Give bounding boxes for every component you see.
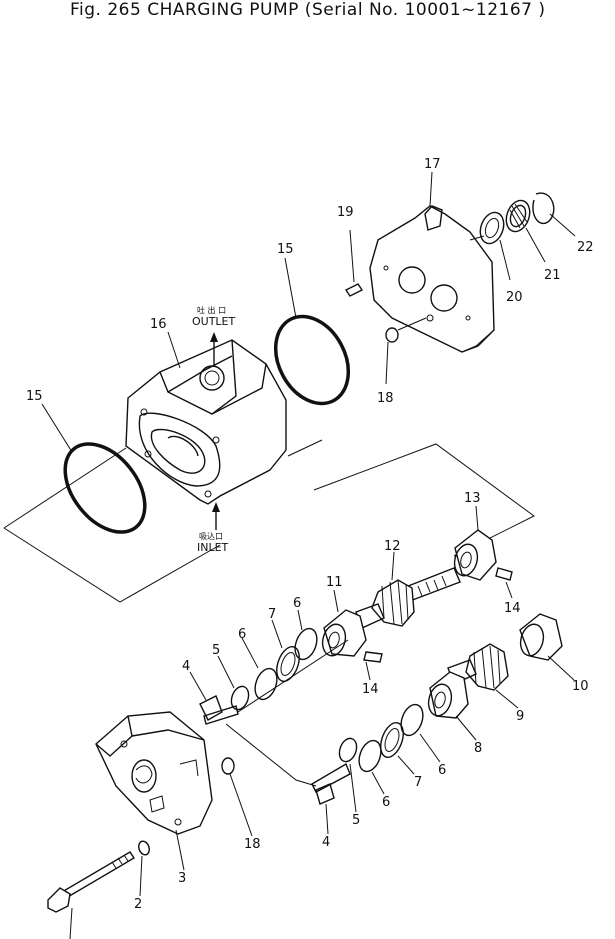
gasket-15-upper [273,314,351,406]
bushing-10 [519,613,563,661]
seal-7-upper [276,646,300,682]
callout-5-lower: 5 [352,813,360,828]
pin-14-upper [495,567,513,581]
callout-13: 13 [464,491,481,506]
pump-body [125,339,287,505]
callout-6-lower-b: 6 [382,795,390,810]
outlet-label-jp: 吐 出 口 [197,305,226,315]
pin-14-lower [363,651,383,663]
callout-14-lower: 14 [362,682,379,697]
callout-18-upper: 18 [377,391,394,406]
snap-ring-22 [532,192,555,225]
callout-4-upper: 4 [182,659,190,674]
figure-title: Fig. 265 CHARGING PUMP (Serial No. 10001… [70,0,546,20]
bolt-1 [47,851,135,913]
callout-7-upper: 7 [268,607,276,622]
backup-ring-6-upper-a [294,627,318,661]
callout-22: 22 [577,240,594,255]
oil-seal-20 [479,211,505,245]
needle-bearing-21 [505,199,531,233]
callout-18-lower: 18 [244,837,261,852]
callout-6-upper-b: 6 [238,627,246,642]
driven-gear-9 [447,643,509,691]
bushing-11 [321,609,367,657]
callout-20: 20 [506,290,523,305]
inlet-label-jp: 吸込口 [199,532,223,541]
front-cover [95,711,213,835]
backup-ring-6-lower-a [400,703,424,737]
seal-holder-4-lower [311,762,351,805]
callout-7-lower: 7 [414,775,422,790]
backup-ring-6-lower-b [358,739,382,773]
callout-15-lower: 15 [26,389,43,404]
callout-15-upper: 15 [277,242,294,257]
callout-21: 21 [544,268,561,283]
o-ring-18-lower [221,757,235,775]
o-ring-18-upper [385,327,399,343]
callout-14-upper: 14 [504,601,521,616]
callout-9: 9 [516,709,524,724]
callout-5-upper: 5 [212,643,220,658]
callout-17: 17 [424,157,441,172]
inlet-label: INLET [197,541,229,554]
callout-16: 16 [150,317,167,332]
drive-gear-shaft-12 [355,567,461,629]
callout-3: 3 [178,871,186,886]
seal-7-lower [380,722,404,758]
callout-19: 19 [337,205,354,220]
gasket-15-lower [63,442,147,534]
seal-holder-4-upper [199,695,239,725]
washer-5-upper [230,685,250,711]
callout-11: 11 [326,575,343,590]
washer-2 [138,840,150,856]
callout-8: 8 [474,741,482,756]
bushing-8 [427,671,469,719]
callout-12: 12 [384,539,401,554]
outlet-label: OUTLET [192,315,236,328]
washer-5-lower [338,737,358,763]
rear-cover [369,205,495,353]
dowel-pin-19 [344,229,364,297]
callout-4-lower: 4 [322,835,330,850]
bushing-13 [453,529,497,581]
callout-6-upper-a: 6 [293,596,301,611]
callout-10: 10 [572,679,589,694]
callout-2: 2 [134,897,142,912]
callout-6-lower-a: 6 [438,763,446,778]
